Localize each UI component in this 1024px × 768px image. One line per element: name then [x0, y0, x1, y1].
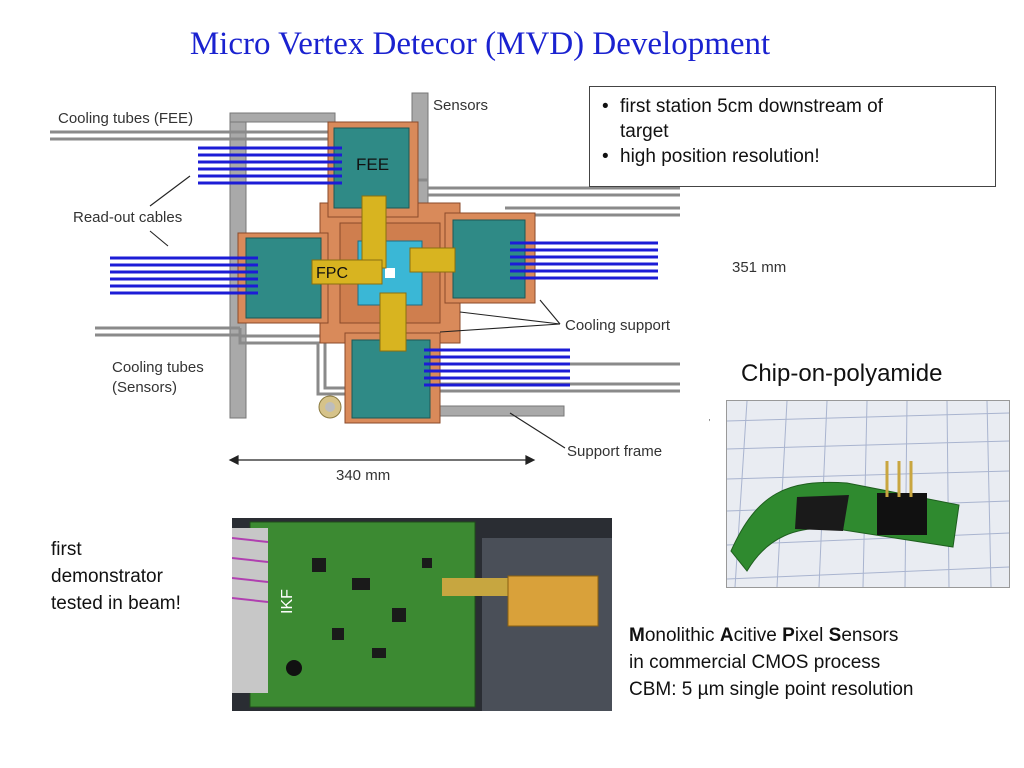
label-height-dimension: 351 mm — [732, 259, 787, 276]
slide-title: Micro Vertex Detecor (MVD) Development — [189, 26, 771, 62]
cooling-tubes — [50, 130, 680, 396]
label-fpc: FPC — [316, 265, 348, 282]
label-cooling-tubes-sensors-2: (Sensors) — [112, 379, 177, 396]
chip-caption: Chip-on-polyamide — [741, 360, 943, 387]
label-read-out-cables: Read-out cables — [73, 209, 182, 226]
label-width-dimension: 340 mm — [336, 467, 390, 484]
maps-acronym-line: Monolithic Acitive Pixel Sensors — [629, 625, 899, 646]
chip-on-polyamide-photo — [726, 400, 1010, 588]
fpc-strips — [311, 195, 456, 352]
demonstrator-note: first demonstrator tested in beam! — [51, 539, 181, 614]
label-cooling-tubes-sensors-1: Cooling tubes — [112, 359, 204, 376]
maps-description: Monolithic Acitive Pixel Sensors in comm… — [629, 622, 913, 703]
label-cooling-support: Cooling support — [565, 317, 671, 334]
callout-arrows — [149, 175, 566, 449]
label-fee: FEE — [356, 155, 389, 174]
mvd-detector-diagram: Cooling tubes (FEE) Sensors FEE Read-out… — [50, 92, 710, 484]
key-points-box: first station 5cm downstream of target h… — [589, 86, 996, 187]
demonstrator-board-photo: IKF — [232, 518, 612, 711]
bullet-high-resolution: high position resolution! — [602, 144, 985, 169]
label-support-frame: Support frame — [567, 443, 662, 460]
board-logo-text: IKF — [279, 589, 296, 614]
dimension-arrows — [228, 419, 710, 465]
label-cooling-tubes-fee: Cooling tubes (FEE) — [58, 110, 193, 127]
read-out-cables — [110, 146, 658, 387]
bullet-first-station: first station 5cm downstream of target — [602, 94, 985, 144]
coin-scale-icon — [318, 395, 342, 419]
label-sensors: Sensors — [433, 97, 488, 114]
